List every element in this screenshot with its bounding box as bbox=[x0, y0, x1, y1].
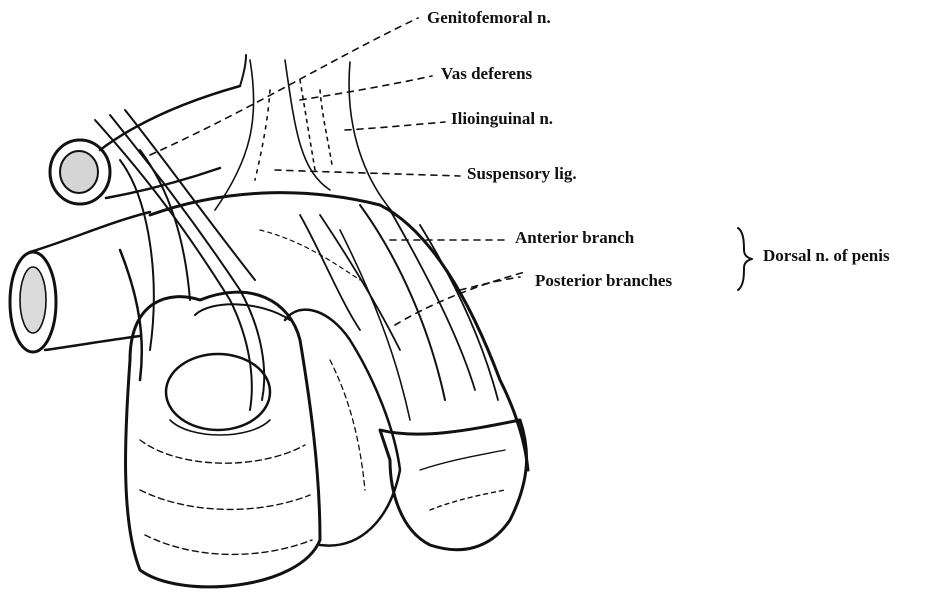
label-dorsal-nerve-of-penis: Dorsal n. of penis bbox=[763, 247, 890, 264]
label-vas-deferens: Vas deferens bbox=[441, 65, 532, 82]
glans bbox=[380, 420, 527, 550]
leader-vas-deferens bbox=[300, 76, 432, 100]
leader-ilioinguinal bbox=[345, 122, 445, 130]
cut-section bbox=[126, 292, 320, 587]
label-suspensory-ligament: Suspensory lig. bbox=[467, 165, 577, 182]
suspensory-region bbox=[215, 60, 395, 215]
leader-posterior-2 bbox=[460, 277, 520, 290]
label-ilioinguinal-nerve: Ilioinguinal n. bbox=[451, 110, 553, 127]
dorsal-nerve-bracket bbox=[738, 228, 752, 290]
spermatic-cord-lower bbox=[10, 212, 150, 352]
label-posterior-branches: Posterior branches bbox=[535, 272, 672, 289]
leader-genitofemoral bbox=[150, 18, 418, 155]
label-anterior-branch: Anterior branch bbox=[515, 229, 634, 246]
label-genitofemoral-nerve: Genitofemoral n. bbox=[427, 9, 551, 26]
